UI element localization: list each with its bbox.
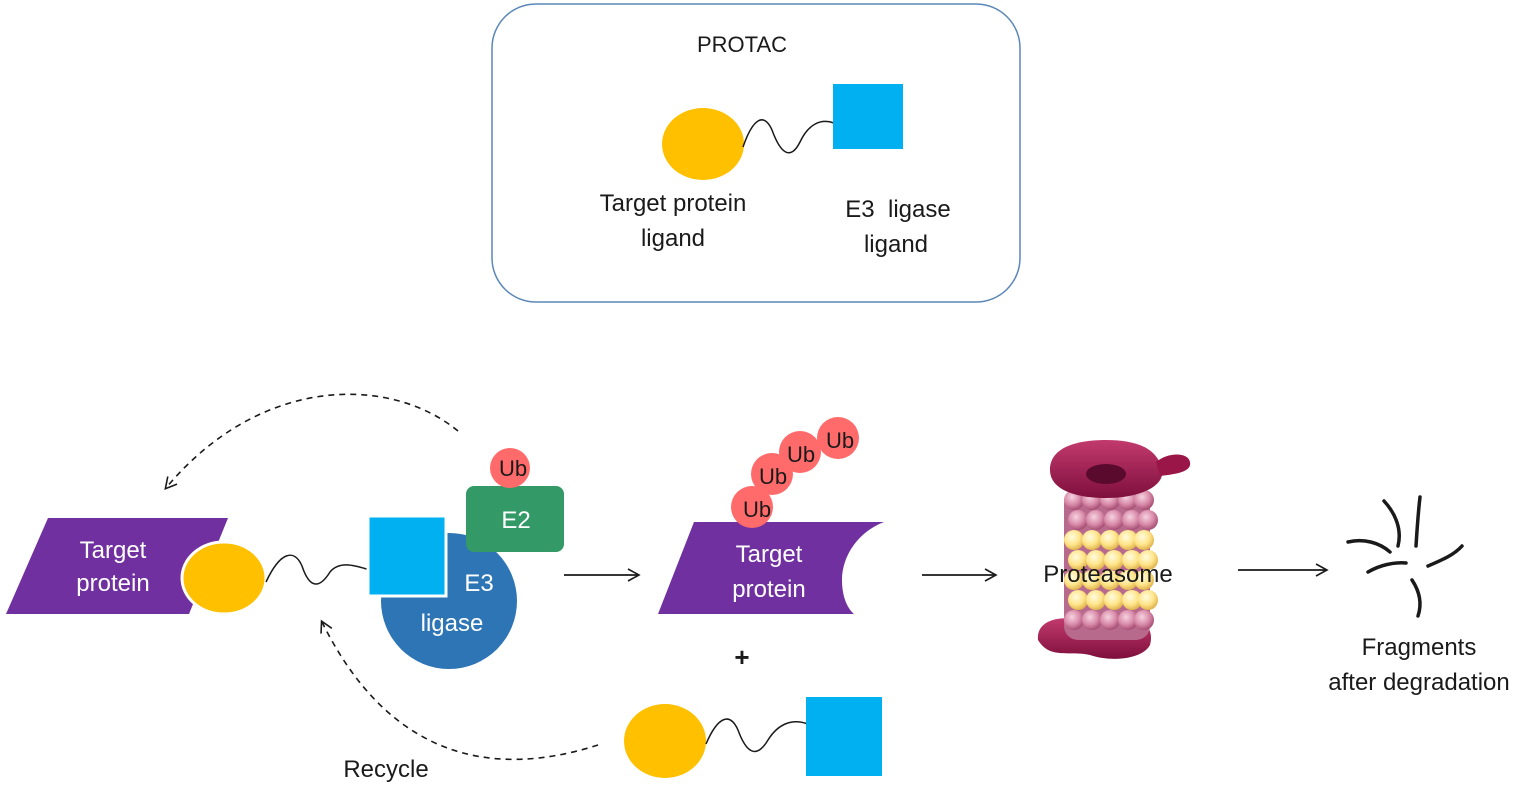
released-protac: [624, 697, 882, 778]
proteasome-bead: [1122, 590, 1142, 610]
proteasome-bead: [1104, 510, 1124, 530]
proteasome-bead: [1068, 510, 1088, 530]
proteasome-bead: [1118, 570, 1138, 590]
ubiquitinated-target-label-line1: Target: [736, 541, 803, 568]
ub-chain-circle-1: [731, 486, 773, 528]
ub-chain-label-2: Ub: [759, 464, 787, 489]
ub-circle: [490, 448, 530, 488]
e3-ligase-label-line1: E3: [464, 570, 493, 597]
e2-label: E2: [501, 507, 530, 534]
bound-linker: [265, 554, 371, 585]
ternary-complex: Target protein E3 ligase E2 Ub: [6, 448, 564, 669]
fragment-1: [1382, 499, 1401, 548]
ubiquitinated-target-label-line2: protein: [732, 576, 805, 603]
recycle-arrow-top: [164, 393, 459, 491]
e3-ligase-label-line2: ligase: [421, 610, 484, 637]
proteasome-bead: [1118, 610, 1138, 630]
proteasome-bead: [1064, 530, 1084, 550]
recycle-label: Recycle: [343, 756, 428, 783]
fragments-label-line1: Fragments: [1362, 634, 1477, 661]
proteasome-pore: [1086, 464, 1126, 484]
proteasome-bead: [1064, 570, 1084, 590]
proteasome-bead: [1068, 590, 1088, 610]
proteasome-beads: [1064, 490, 1158, 630]
proteasome-bead: [1118, 530, 1138, 550]
target-protein-label-line1: Target: [80, 537, 147, 564]
e3-ligand-label-line1: E3 ligase: [845, 196, 950, 223]
proteasome-bead: [1064, 610, 1084, 630]
proteasome-bead: [1100, 610, 1120, 630]
e3-ligand-label-line2: ligand: [864, 231, 928, 258]
peptide-fragments: [1346, 495, 1464, 618]
proteasome-bead: [1082, 610, 1102, 630]
proteasome-bead: [1100, 570, 1120, 590]
proteasome-bead: [1138, 510, 1158, 530]
proteasome-bead: [1134, 570, 1154, 590]
linker-line: [742, 119, 835, 154]
target-ligand-label-line2: ligand: [641, 225, 705, 252]
ub-chain-label-1: Ub: [743, 497, 771, 522]
released-target-ligand: [624, 704, 706, 778]
target-ligand-label-line1: Target protein: [600, 190, 747, 217]
proteasome-bead: [1138, 590, 1158, 610]
fragments-label-line2: after degradation: [1328, 669, 1509, 696]
proteasome-illustration: Proteasome: [1037, 440, 1191, 659]
proteasome-bead: [1082, 530, 1102, 550]
proteasome-bead: [1134, 610, 1154, 630]
ub-label: Ub: [499, 456, 527, 481]
ub-chain-label-4: Ub: [826, 428, 854, 453]
proteasome-bead: [1104, 550, 1124, 570]
proteasome-bead: [1122, 550, 1142, 570]
proteasome-top-handle: [1156, 454, 1191, 476]
protac-title: PROTAC: [697, 32, 787, 57]
proteasome-bead: [1086, 510, 1106, 530]
proteasome-bead: [1086, 550, 1106, 570]
fragment-2: [1346, 538, 1392, 554]
ubiquitinated-target-protein-shape: [658, 522, 884, 614]
target-protein-shape: [6, 518, 228, 614]
fragment-5: [1426, 544, 1464, 568]
ub-chain-circle-4: [817, 417, 859, 459]
target-protein-ligand-shape: [662, 108, 744, 180]
protac-box-border: [491, 3, 1021, 303]
bound-e3-ligand: [366, 514, 448, 598]
ubiquitinated-target: Target protein Ub Ub Ub Ub +: [658, 417, 884, 672]
proteasome-bead: [1134, 530, 1154, 550]
proteasome-bead: [1086, 590, 1106, 610]
target-protein-label-line2: protein: [76, 570, 149, 597]
ub-chain-circle-3: [779, 431, 821, 473]
proteasome-bead: [1082, 570, 1102, 590]
proteasome-bead: [1138, 550, 1158, 570]
released-e3-ligand: [806, 697, 882, 776]
proteasome-bead: [1134, 490, 1154, 510]
recycle-arrow-bottom: [320, 619, 599, 761]
proteasome-bead: [1122, 510, 1142, 530]
bound-target-ligand: [180, 540, 268, 616]
plus-sign: +: [734, 642, 749, 672]
fragment-4: [1414, 495, 1422, 548]
protac-box: PROTAC Target protein ligand E3 ligase l…: [491, 3, 1021, 303]
e3-ligase-ligand-shape: [833, 84, 903, 149]
proteasome-bead: [1104, 590, 1124, 610]
fragment-6: [1410, 578, 1422, 618]
ub-chain-label-3: Ub: [787, 442, 815, 467]
released-linker: [705, 718, 809, 753]
proteasome-bead: [1068, 550, 1088, 570]
e2-shape: [466, 486, 564, 552]
proteasome-label: Proteasome: [1043, 561, 1172, 588]
proteasome-bead: [1100, 530, 1120, 550]
fragment-3: [1366, 561, 1408, 574]
